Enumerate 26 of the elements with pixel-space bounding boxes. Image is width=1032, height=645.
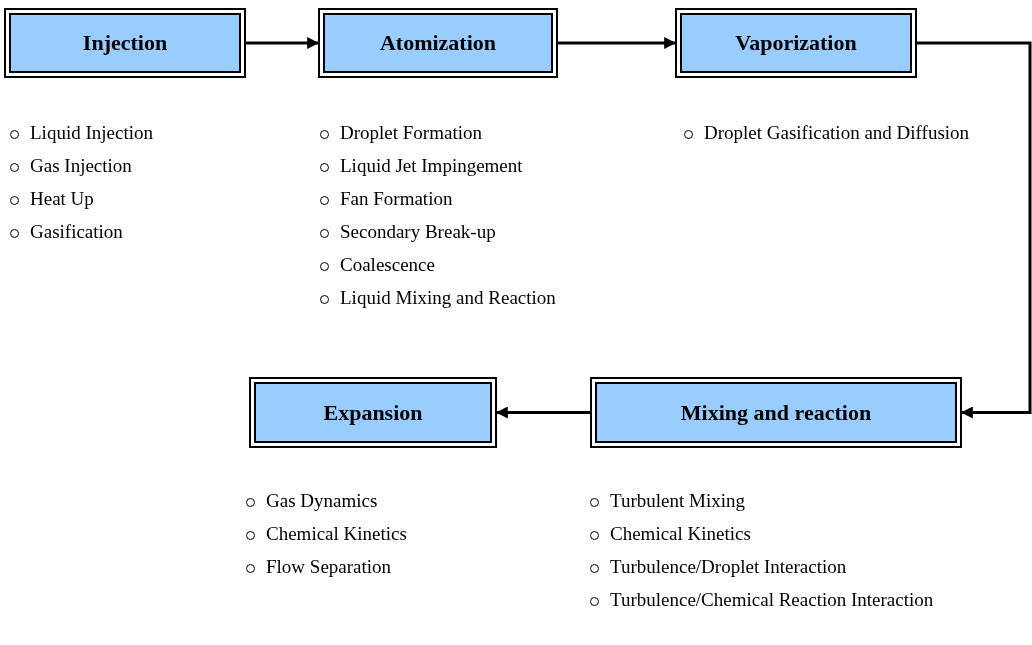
bullet-item: Turbulent Mixing: [588, 486, 1008, 516]
bullet-item: Chemical Kinetics: [588, 519, 1008, 549]
bullet-item: Droplet Gasification and Diffusion: [682, 118, 982, 148]
bullet-item: Liquid Jet Impingement: [318, 151, 648, 181]
bullet-item: Turbulence/Droplet Interaction: [588, 552, 1008, 582]
step-title: Mixing and reaction: [595, 382, 957, 443]
bullet-item: Gasification: [8, 217, 308, 247]
bullet-item: Gas Dynamics: [244, 486, 564, 516]
bullet-item: Chemical Kinetics: [244, 519, 564, 549]
step-title: Vaporization: [680, 13, 912, 73]
step-title: Atomization: [323, 13, 553, 73]
step-title: Expansion: [254, 382, 492, 443]
bullet-item: Liquid Mixing and Reaction: [318, 283, 648, 313]
bullet-item: Fan Formation: [318, 184, 648, 214]
bullet-item: Droplet Formation: [318, 118, 648, 148]
bullet-item: Heat Up: [8, 184, 308, 214]
arrow: [558, 37, 677, 49]
arrow: [917, 41, 1032, 419]
bullet-item: Liquid Injection: [8, 118, 308, 148]
arrow: [246, 37, 320, 49]
bullet-item: Gas Injection: [8, 151, 308, 181]
bullet-item: Coalescence: [318, 250, 648, 280]
step-title: Injection: [9, 13, 241, 73]
bullet-item: Turbulence/Chemical Reaction Interaction: [588, 585, 1008, 615]
bullet-item: Secondary Break-up: [318, 217, 648, 247]
bullet-item: Flow Separation: [244, 552, 564, 582]
